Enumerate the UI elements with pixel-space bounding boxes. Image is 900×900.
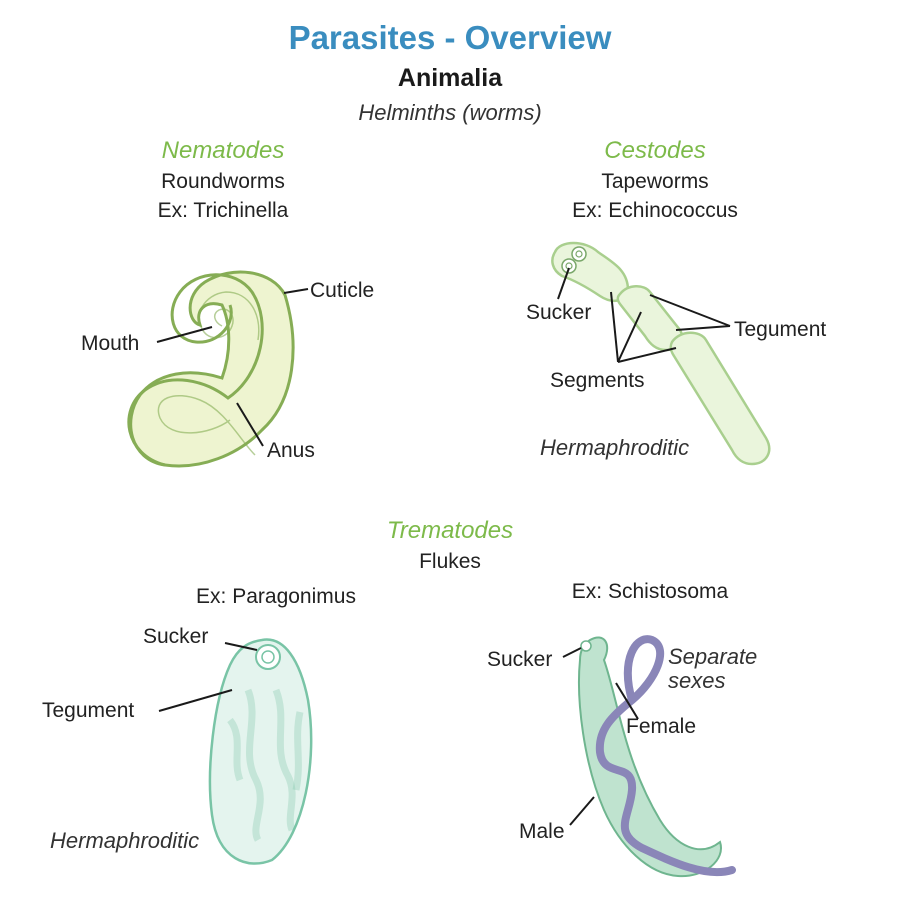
nematode-outer-coil	[127, 273, 264, 467]
schistosoma-male-body	[578, 636, 722, 878]
page-subtitle: Animalia	[397, 64, 503, 92]
schistosoma-sucker-leader	[562, 647, 582, 658]
fluke-internal-organ	[292, 711, 304, 791]
cestodes-example: Ex: Echinococcus	[572, 199, 738, 222]
paragonimus-tegument-leader	[158, 689, 233, 712]
nematodes-heading: Nematodes	[161, 137, 285, 164]
female-label: Female	[626, 715, 697, 738]
fluke-internal-organ	[227, 717, 244, 782]
tapeworm-segment-2	[669, 331, 771, 466]
separate-sexes-note-line1: Separate	[668, 644, 758, 669]
segments-leader-a	[610, 291, 619, 363]
paragonimus-sucker-leader	[224, 642, 258, 651]
cuticle-label: Cuticle	[310, 279, 375, 302]
tegument-leader-a	[649, 294, 731, 327]
mouth-label: Mouth	[81, 332, 140, 355]
fluke-internal-organ	[244, 688, 264, 842]
tapeworm-scolex	[551, 241, 630, 303]
paragonimus-tegument-label: Tegument	[42, 699, 135, 722]
segments-leader-c	[617, 347, 677, 363]
cestode-illustration	[551, 241, 771, 466]
nematodes-example: Ex: Trichinella	[157, 199, 289, 222]
page-tagline: Helminths (worms)	[358, 100, 542, 125]
nematode-inner-spiral	[198, 291, 260, 341]
paragonimus-example: Ex: Paragonimus	[196, 585, 356, 608]
trematodes-heading: Trematodes	[386, 517, 514, 544]
schistosoma-illustration	[562, 635, 736, 878]
schistosoma-female-body	[595, 635, 736, 877]
cuticle-leader	[283, 288, 309, 294]
sucker-icon	[561, 258, 577, 274]
segments-label: Segments	[550, 369, 645, 392]
nematodes-common-name: Roundworms	[161, 170, 285, 193]
schistosoma-sucker-label: Sucker	[487, 648, 553, 671]
fluke-internal-organ	[272, 688, 296, 832]
schistosoma-example: Ex: Schistosoma	[571, 580, 729, 603]
tegument-leader-b	[675, 325, 731, 331]
nematode-illustration	[127, 270, 309, 468]
sucker-icon	[571, 246, 587, 262]
male-label: Male	[519, 820, 565, 843]
male-leader	[569, 796, 595, 826]
anus-label: Anus	[267, 439, 315, 462]
separate-sexes-note-line2: sexes	[668, 668, 726, 693]
cestodes-common-name: Tapeworms	[601, 170, 709, 193]
segments-leader-b	[617, 311, 642, 363]
sucker-icon	[261, 650, 275, 664]
female-leader	[615, 682, 639, 720]
sucker-icon	[575, 250, 583, 258]
cestodes-heading: Cestodes	[604, 137, 706, 164]
sucker-icon	[255, 644, 281, 670]
trematodes-common-name: Flukes	[419, 550, 481, 573]
cestode-sucker-leader	[557, 267, 570, 300]
nematode-inner-gut	[157, 395, 256, 456]
sucker-icon	[580, 640, 592, 652]
cestode-sucker-label: Sucker	[526, 301, 592, 324]
cestode-hermaphroditic-note: Hermaphroditic	[540, 435, 690, 460]
paragonimus-hermaphroditic-note: Hermaphroditic	[50, 828, 200, 853]
paragonimus-sucker-label: Sucker	[143, 625, 209, 648]
cestode-tegument-label: Tegument	[734, 318, 827, 341]
paragonimus-illustration	[158, 638, 313, 865]
page-title: Parasites - Overview	[288, 19, 612, 56]
fluke-body	[208, 638, 313, 865]
nematode-body	[129, 270, 295, 468]
anus-leader	[236, 402, 264, 447]
mouth-leader	[156, 326, 213, 343]
